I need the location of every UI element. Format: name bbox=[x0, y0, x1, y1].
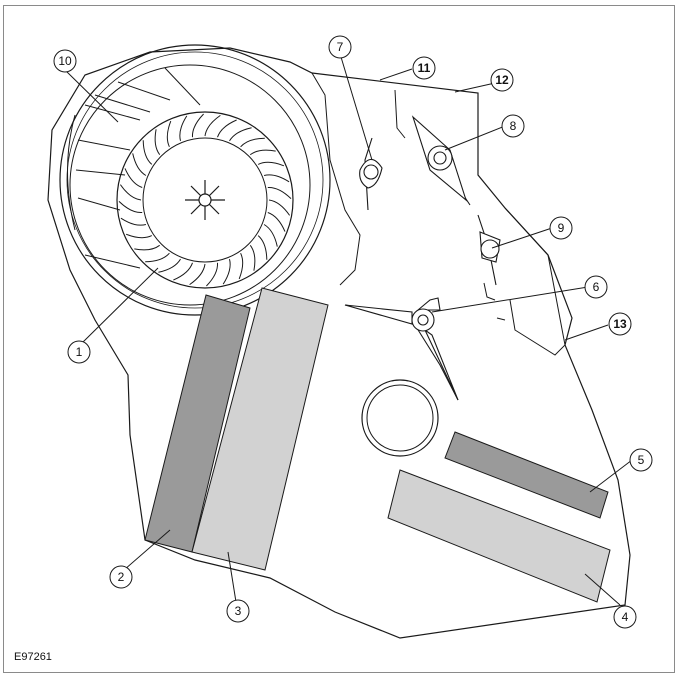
svg-text:6: 6 bbox=[593, 280, 600, 294]
svg-text:2: 2 bbox=[118, 570, 125, 584]
impeller-inner bbox=[142, 137, 268, 263]
impeller-blade bbox=[158, 258, 181, 273]
callout-12: 12 bbox=[490, 68, 514, 92]
impeller-blade bbox=[142, 140, 153, 165]
svg-text:1: 1 bbox=[76, 345, 83, 359]
callout-11: 11 bbox=[412, 56, 436, 80]
impeller-blade bbox=[204, 114, 221, 137]
impeller-blade bbox=[145, 252, 170, 263]
blower-scroll-ring bbox=[69, 64, 311, 306]
svg-text:9: 9 bbox=[558, 221, 565, 235]
svg-text:10: 10 bbox=[58, 54, 72, 68]
impeller-blade bbox=[124, 168, 143, 188]
impeller-blade bbox=[257, 235, 268, 260]
impeller-blade bbox=[154, 129, 161, 156]
svg-text:4: 4 bbox=[622, 610, 629, 624]
callout-2: 2 bbox=[109, 565, 133, 589]
callout-10: 10 bbox=[53, 49, 77, 73]
callout-6: 6 bbox=[584, 275, 608, 299]
leader-lines bbox=[64, 56, 633, 606]
callout-1: 1 bbox=[67, 340, 91, 364]
blower-volute-inner bbox=[66, 51, 324, 309]
filter-panel-4 bbox=[387, 469, 611, 603]
impeller-blade bbox=[222, 258, 231, 285]
impeller-blade bbox=[249, 149, 276, 156]
impeller-blade bbox=[240, 137, 265, 148]
impeller-blade bbox=[125, 233, 153, 239]
svg-text:12: 12 bbox=[495, 73, 509, 87]
impeller-blade bbox=[179, 115, 188, 142]
impeller-blade bbox=[268, 199, 291, 216]
door-actuator-8 bbox=[411, 115, 471, 206]
door-actuator-6 bbox=[344, 297, 459, 401]
impeller-hub bbox=[185, 180, 225, 220]
impeller-blade bbox=[166, 120, 172, 148]
svg-text:5: 5 bbox=[638, 453, 645, 467]
impeller-blade bbox=[249, 244, 256, 271]
impeller-blade bbox=[134, 244, 161, 251]
door-actuator-9 bbox=[477, 214, 501, 286]
impeller-blade bbox=[267, 186, 292, 199]
door-actuator-small bbox=[359, 137, 383, 211]
round-duct-outer bbox=[361, 379, 439, 457]
impeller-blade bbox=[257, 161, 285, 167]
impeller-blade bbox=[263, 174, 290, 183]
callout-5: 5 bbox=[629, 448, 653, 472]
figure-id-label: E97261 bbox=[14, 651, 52, 663]
impeller-blade bbox=[263, 224, 278, 247]
svg-text:11: 11 bbox=[418, 61, 431, 75]
impeller-blade bbox=[229, 127, 252, 142]
round-duct-inner bbox=[366, 384, 434, 452]
filter-panel-3 bbox=[191, 287, 329, 571]
housing-step-contour bbox=[504, 207, 566, 356]
callout-3: 3 bbox=[226, 599, 250, 623]
impeller-blade bbox=[238, 252, 244, 280]
impeller-blade bbox=[189, 263, 206, 286]
impeller-blade bbox=[120, 217, 147, 226]
impeller-blade bbox=[118, 201, 143, 214]
callout-7: 7 bbox=[328, 35, 352, 59]
impeller-blade bbox=[217, 119, 237, 138]
svg-text:13: 13 bbox=[613, 317, 627, 331]
impeller-blade bbox=[206, 262, 219, 287]
svg-text:7: 7 bbox=[337, 40, 344, 54]
impeller-blade bbox=[267, 212, 286, 232]
callout-8: 8 bbox=[501, 114, 525, 138]
impeller-blades bbox=[118, 113, 292, 287]
impeller-blade bbox=[191, 113, 204, 138]
blower-volute-outer bbox=[59, 44, 331, 316]
callout-4: 4 bbox=[613, 605, 637, 629]
svg-text:8: 8 bbox=[510, 119, 517, 133]
impeller-blade bbox=[173, 262, 193, 281]
callout-13: 13 bbox=[608, 312, 632, 336]
impeller-blade bbox=[132, 153, 147, 176]
callout-9: 9 bbox=[549, 216, 573, 240]
impeller-outer bbox=[116, 111, 294, 289]
inlet-grille bbox=[67, 67, 201, 269]
svg-text:3: 3 bbox=[235, 604, 242, 618]
impeller-blade bbox=[119, 184, 142, 201]
linkage-lines bbox=[394, 89, 506, 321]
housing-inner-contour bbox=[311, 72, 361, 286]
filter-panel-5 bbox=[444, 431, 609, 519]
